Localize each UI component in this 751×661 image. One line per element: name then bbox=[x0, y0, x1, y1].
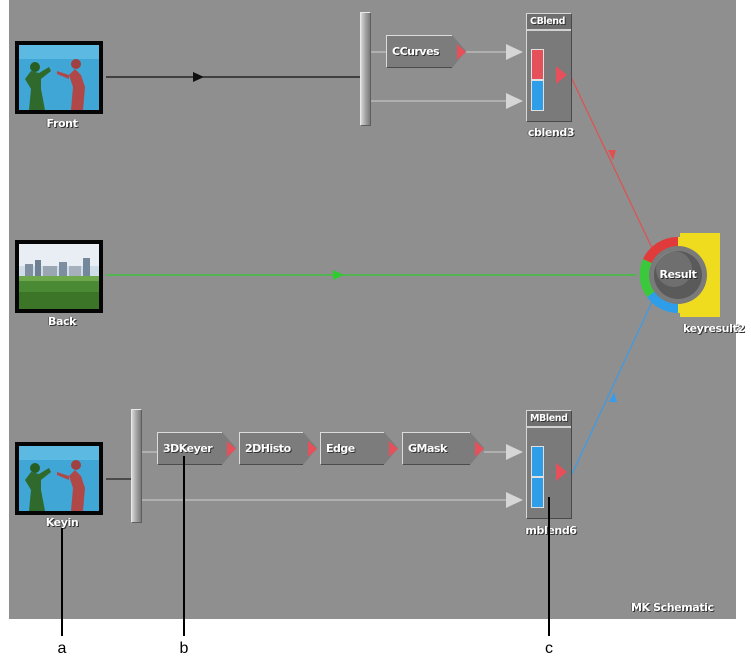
node-2dhisto-output-icon bbox=[308, 441, 317, 457]
source-keyin-label: Keyin bbox=[45, 516, 79, 529]
node-3dkeyer-label: 3DKeyer bbox=[157, 432, 222, 465]
node-3dkeyer[interactable]: 3DKeyer bbox=[157, 432, 236, 465]
schematic-canvas[interactable] bbox=[9, 0, 736, 619]
callout-line-c bbox=[548, 497, 550, 636]
node-result[interactable]: Result bbox=[634, 231, 722, 319]
cblend-port-front[interactable] bbox=[531, 49, 544, 80]
cblend-output-icon bbox=[556, 66, 567, 84]
front-image bbox=[19, 45, 99, 110]
result-name: keyresult2 bbox=[683, 322, 745, 335]
source-front-label: Front bbox=[46, 117, 78, 130]
node-3dkeyer-output-icon bbox=[227, 441, 236, 457]
link-mux-mblend-arrow bbox=[506, 492, 523, 508]
node-cblend[interactable]: CBlend bbox=[526, 13, 572, 122]
mux-bar-top[interactable] bbox=[360, 12, 371, 126]
keyin-image bbox=[19, 446, 99, 511]
node-edge-label: Edge bbox=[320, 432, 384, 465]
source-keyin-thumbnail[interactable] bbox=[15, 442, 103, 515]
link-mux-cblend-arrow bbox=[506, 93, 523, 109]
node-ccurves[interactable]: CCurves bbox=[386, 35, 466, 68]
link-cblend-result-arrow bbox=[608, 150, 616, 160]
source-back-thumbnail[interactable] bbox=[15, 240, 103, 313]
cblend-port-back[interactable] bbox=[531, 80, 544, 111]
callout-line-a bbox=[61, 528, 63, 636]
link-mblend-result bbox=[570, 301, 653, 477]
mblend-port-front[interactable] bbox=[531, 446, 544, 477]
node-ccurves-output-icon bbox=[457, 44, 466, 60]
mblend-port-back[interactable] bbox=[531, 477, 544, 508]
link-back-result-arrow bbox=[333, 270, 344, 280]
node-gmask-output-icon bbox=[475, 441, 484, 457]
node-gmask-label: GMask bbox=[402, 432, 470, 465]
mux-bar-bottom[interactable] bbox=[131, 409, 142, 523]
node-gmask[interactable]: GMask bbox=[402, 432, 484, 465]
cblend-name: cblend3 bbox=[527, 126, 575, 139]
mblend-title: MBlend bbox=[527, 411, 571, 428]
schematic-watermark: MK Schematic bbox=[631, 601, 714, 614]
node-ccurves-label: CCurves bbox=[386, 35, 452, 68]
callout-c: c bbox=[545, 640, 553, 657]
back-image bbox=[19, 244, 99, 309]
node-edge[interactable]: Edge bbox=[320, 432, 398, 465]
node-mblend[interactable]: MBlend bbox=[526, 410, 572, 519]
link-ccurves-cblend-arrow bbox=[506, 44, 523, 60]
node-edge-output-icon bbox=[389, 441, 398, 457]
source-front-thumbnail[interactable] bbox=[15, 41, 103, 114]
callout-line-b bbox=[183, 456, 185, 636]
node-2dhisto[interactable]: 2DHisto bbox=[239, 432, 317, 465]
link-front-arrow bbox=[193, 72, 204, 82]
link-mblend-result-arrow bbox=[609, 392, 617, 402]
mblend-output-icon bbox=[556, 463, 567, 481]
link-cblend-result bbox=[570, 76, 653, 249]
result-label: Result bbox=[659, 268, 697, 281]
callout-a: a bbox=[57, 640, 67, 657]
node-2dhisto-label: 2DHisto bbox=[239, 432, 303, 465]
cblend-title: CBlend bbox=[527, 14, 571, 31]
source-back-label: Back bbox=[47, 315, 77, 328]
mblend-name: mblend6 bbox=[525, 524, 577, 537]
link-gmask-mblend-arrow bbox=[506, 444, 523, 460]
callout-b: b bbox=[179, 640, 189, 657]
